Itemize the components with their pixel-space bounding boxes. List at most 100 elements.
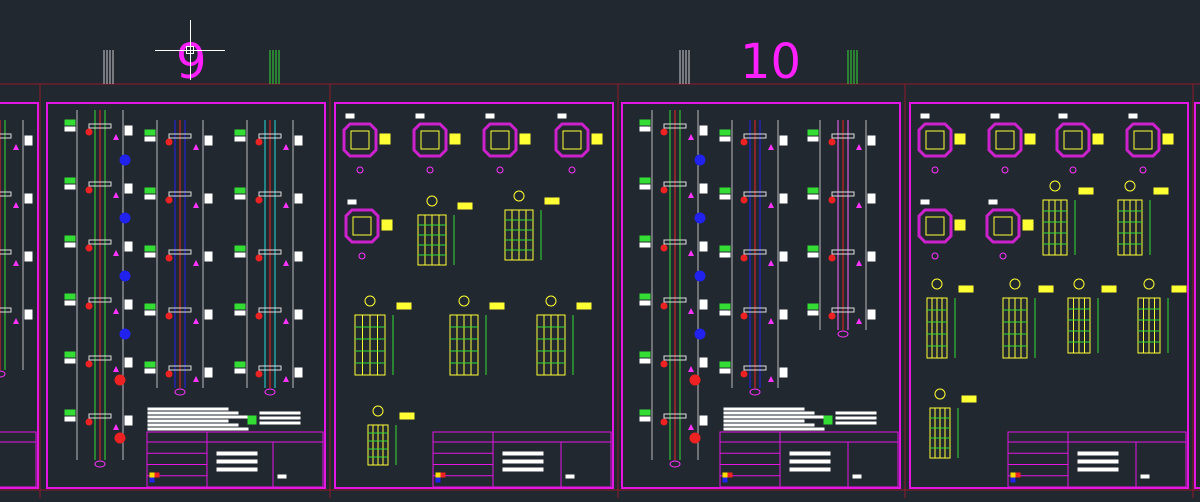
detail-bubble (1009, 278, 1021, 290)
annotation-block (204, 135, 213, 146)
annotation-block (779, 309, 788, 320)
column-section (1055, 122, 1091, 158)
note-line (723, 423, 815, 427)
level-tag (639, 177, 651, 184)
section-marker (85, 302, 93, 310)
logo-mark (154, 472, 160, 478)
title-text-stub (502, 467, 544, 472)
section-marker (165, 370, 173, 378)
section-marker (660, 244, 668, 252)
sheet-frame (1194, 102, 1200, 489)
level-text (64, 126, 76, 132)
section-label (347, 199, 357, 205)
beam-stub (0, 249, 12, 255)
level-tag (64, 293, 76, 300)
annotation-block (779, 251, 788, 262)
level-text (639, 242, 651, 248)
title-block (1007, 431, 1187, 488)
beam-stub (258, 133, 282, 139)
crosshair-cursor-horizontal (155, 50, 225, 51)
level-marker (193, 260, 199, 266)
section-callout (381, 219, 393, 231)
level-marker (768, 260, 774, 266)
section-marker (85, 244, 93, 252)
level-text (639, 416, 651, 422)
detail-bubble (372, 405, 384, 417)
level-marker (688, 250, 694, 256)
detail-bubble (426, 195, 438, 207)
detail-bubble (1073, 278, 1085, 290)
section-label (485, 113, 495, 119)
detail-bubble (1124, 180, 1136, 192)
level-tag (639, 293, 651, 300)
column-face (689, 374, 701, 386)
level-marker (193, 318, 199, 324)
level-text (144, 252, 156, 258)
beam-stub (88, 413, 112, 419)
section-marker (660, 302, 668, 310)
column-bubble (94, 460, 106, 468)
detail-bubble (1143, 278, 1155, 290)
sheet-number-stub (1140, 474, 1150, 479)
annotation-block (204, 367, 213, 378)
level-text (234, 136, 246, 142)
annotation-block (204, 309, 213, 320)
detail-callout (1038, 285, 1054, 293)
annotation-block (699, 241, 708, 252)
section-marker (85, 360, 93, 368)
note-line (259, 421, 301, 425)
level-marker (193, 144, 199, 150)
column-bubble (837, 330, 849, 338)
level-marker (856, 260, 862, 266)
level-tag (64, 409, 76, 416)
section-label (920, 113, 930, 119)
section-marker (85, 418, 93, 426)
level-tag (719, 361, 731, 368)
column-section (985, 208, 1021, 244)
column-section (342, 122, 378, 158)
detail-callout (1153, 187, 1169, 195)
level-text (144, 310, 156, 316)
title-block (719, 431, 899, 488)
note-line (835, 411, 877, 415)
level-marker (113, 250, 119, 256)
beam-stub (663, 355, 687, 361)
beam-stub (831, 191, 855, 197)
section-callout (591, 133, 603, 145)
rebar-cage (1133, 130, 1153, 150)
section-marker (85, 128, 93, 136)
title-text-stub (1077, 451, 1119, 456)
section-marker (255, 254, 263, 262)
column-section (917, 122, 953, 158)
annotation-block (699, 183, 708, 194)
beam-stub (88, 123, 112, 129)
level-text (234, 252, 246, 258)
detail-callout (961, 395, 977, 403)
level-tag (234, 361, 246, 368)
level-tag (144, 361, 156, 368)
column-bubble (174, 388, 186, 396)
annotation-block (294, 193, 303, 204)
logo-mark (149, 477, 155, 483)
level-text (64, 300, 76, 306)
level-tag (639, 351, 651, 358)
column-section (987, 122, 1023, 158)
level-marker (13, 318, 19, 324)
level-marker (13, 202, 19, 208)
level-tag (807, 129, 819, 136)
level-text (807, 252, 819, 258)
rebar-cage (1063, 130, 1083, 150)
level-text (144, 194, 156, 200)
annotation-block (294, 135, 303, 146)
level-marker (856, 318, 862, 324)
rebar-cage (490, 130, 510, 150)
annotation-block (779, 367, 788, 378)
beam-stub (258, 191, 282, 197)
level-tag (234, 187, 246, 194)
section-marker (255, 196, 263, 204)
level-text (64, 242, 76, 248)
level-marker (856, 144, 862, 150)
annotation-block (124, 415, 133, 426)
